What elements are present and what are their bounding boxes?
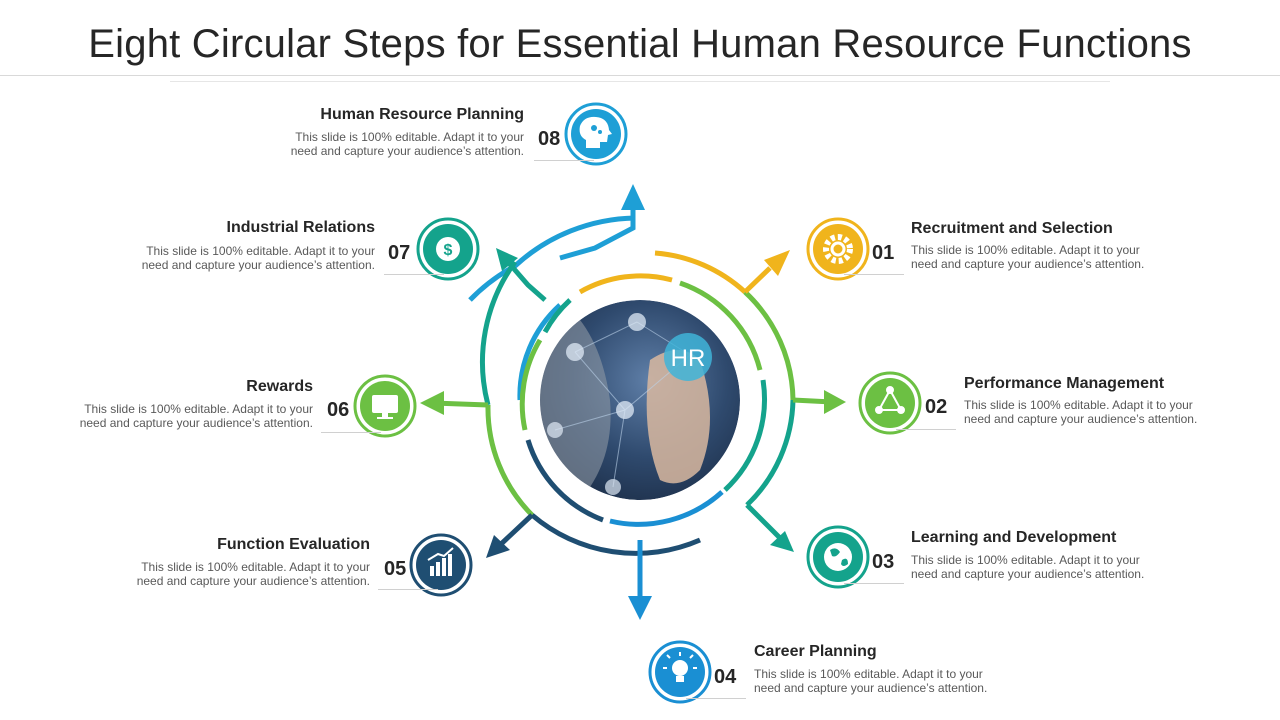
step-03-description: This slide is 100% editable. Adapt it to… xyxy=(911,553,1145,581)
inner-arc-teal xyxy=(723,379,767,492)
step-03-title: Learning and Development xyxy=(911,529,1117,546)
arrow-01 xyxy=(743,266,772,294)
center-hr-label: HR xyxy=(671,345,706,372)
step-03-number: 03 xyxy=(872,551,895,573)
step-08-underline xyxy=(534,160,594,161)
ring-arc-teal-right xyxy=(745,399,796,507)
step-08-number: 08 xyxy=(538,128,561,150)
step-icon-02 xyxy=(858,371,922,435)
step-06-title: Rewards xyxy=(246,378,313,395)
arrow-07 xyxy=(506,260,547,302)
step-06-underline xyxy=(321,432,381,433)
arrowhead-03 xyxy=(770,531,794,552)
step-08-title: Human Resource Planning xyxy=(320,106,524,123)
step-03-underline xyxy=(844,583,904,584)
dollar-icon: $ xyxy=(444,242,453,259)
ring-arcs xyxy=(468,215,796,556)
step-icon-03 xyxy=(806,525,870,589)
step-05-number: 05 xyxy=(384,558,407,580)
step-icon-04 xyxy=(648,640,712,704)
step-04-description: This slide is 100% editable. Adapt it to… xyxy=(754,667,988,695)
inner-arc-yellow xyxy=(578,273,673,295)
arrowhead-05 xyxy=(486,535,510,558)
gear-icon xyxy=(823,234,853,264)
arrowhead-04 xyxy=(628,596,652,620)
step-icon-05 xyxy=(409,533,473,597)
arrowhead-02 xyxy=(824,390,846,414)
step-01-description: This slide is 100% editable. Adapt it to… xyxy=(911,243,1145,271)
step-08-description: This slide is 100% editable. Adapt it to… xyxy=(290,130,524,158)
arrow-08 xyxy=(559,196,636,261)
step-icon-07: $ xyxy=(416,217,480,281)
step-04-number: 04 xyxy=(714,666,737,688)
arrowhead-07 xyxy=(496,248,518,271)
step-02-underline xyxy=(896,429,956,430)
page-title: Eight Circular Steps for Essential Human… xyxy=(88,22,1192,66)
ring-arc-navy-bottom xyxy=(530,513,701,556)
title-underline xyxy=(170,81,1110,82)
step-06-number: 06 xyxy=(327,399,350,421)
ring-arc-teal-left xyxy=(479,260,518,406)
inner-arc-green2 xyxy=(519,338,543,431)
title-divider xyxy=(0,75,1280,76)
arrowheads xyxy=(420,184,846,620)
inner-arc-green xyxy=(679,280,763,371)
step-05-title: Function Evaluation xyxy=(217,536,370,553)
monitor-icon xyxy=(372,395,398,419)
ring-arc-green-left xyxy=(485,404,534,517)
step-01-title: Recruitment and Selection xyxy=(911,220,1113,237)
arrowhead-01 xyxy=(764,250,790,276)
arrowhead-06 xyxy=(420,391,444,415)
arrowhead-08 xyxy=(621,184,645,210)
chart-icon xyxy=(427,547,454,576)
inner-arc-blue xyxy=(609,490,724,527)
step-04-title: Career Planning xyxy=(754,643,877,660)
ring-arc-yellow xyxy=(654,250,747,294)
head-gears-icon xyxy=(579,116,612,148)
step-06-description: This slide is 100% editable. Adapt it to… xyxy=(79,402,313,430)
inner-arc-teal2 xyxy=(542,298,572,334)
globe-icon xyxy=(824,543,852,571)
step-07-underline xyxy=(384,274,444,275)
ring-arc-green-right xyxy=(743,290,796,401)
cycle-icon xyxy=(875,386,905,414)
step-02-title: Performance Management xyxy=(964,375,1165,392)
step-02-number: 02 xyxy=(925,396,948,418)
step-02-description: This slide is 100% editable. Adapt it to… xyxy=(964,398,1198,426)
inner-arc-cyan xyxy=(517,303,562,401)
inner-arc-navy xyxy=(525,439,604,523)
step-05-underline xyxy=(378,589,438,590)
step-01-underline xyxy=(844,274,904,275)
step-icon-01 xyxy=(806,217,870,281)
step-icon-08 xyxy=(564,102,628,166)
step-icon-06 xyxy=(353,374,417,438)
step-04-underline xyxy=(686,698,746,699)
step-01-number: 01 xyxy=(872,242,895,264)
step-07-title: Industrial Relations xyxy=(226,219,375,236)
arrow-05 xyxy=(498,513,534,547)
step-07-description: This slide is 100% editable. Adapt it to… xyxy=(141,244,375,272)
step-07-number: 07 xyxy=(388,242,411,264)
lightbulb-icon xyxy=(672,660,688,676)
arrow-03 xyxy=(745,503,782,540)
ring-arc-cyan xyxy=(468,215,636,302)
step-05-description: This slide is 100% editable. Adapt it to… xyxy=(136,560,370,588)
center-photo xyxy=(540,300,740,500)
